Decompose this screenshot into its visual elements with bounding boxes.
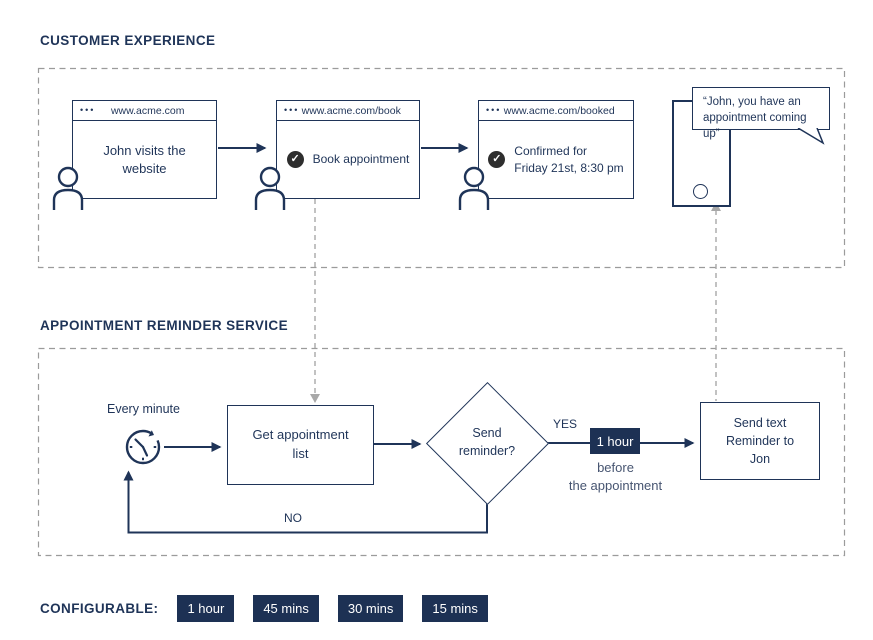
bubble-line2: appointment coming up”: [703, 112, 807, 141]
person-icon: [254, 166, 286, 210]
decision-line1: Send: [472, 426, 502, 440]
browser-dots-icon: •••: [486, 105, 502, 115]
person-icon: [458, 166, 490, 210]
configurable-row: CONFIGURABLE: 1 hour 45 mins 30 mins 15 …: [40, 595, 488, 622]
configurable-label: CONFIGURABLE:: [40, 601, 159, 616]
check-icon: ✓: [286, 151, 304, 168]
section-title-reminder-service: APPOINTMENT REMINDER SERVICE: [40, 318, 288, 333]
delay-caption-line2: the appointment: [568, 478, 663, 494]
send-text-line3: Jon: [749, 452, 771, 467]
browser-url: www.acme.com/booked: [503, 104, 615, 117]
decision-line2: reminder?: [458, 443, 516, 458]
configurable-chip-30mins: 30 mins: [337, 595, 404, 622]
browser-titlebar: ••• www.acme.com: [73, 101, 216, 121]
arrow-decision-no-loop: [123, 470, 488, 534]
browser-content: John visits the website: [73, 121, 216, 198]
bubble-line1: “John, you have an: [703, 96, 801, 108]
configurable-chip-1hour: 1 hour: [177, 595, 235, 622]
dashed-arrowhead-down: [310, 394, 320, 403]
speech-bubble-tail: [797, 128, 825, 145]
visit-text-line2: website: [122, 160, 167, 176]
browser-dots-icon: •••: [80, 105, 96, 115]
browser-titlebar: ••• www.acme.com/booked: [479, 101, 633, 121]
browser-window-visit: ••• www.acme.com John visits the website: [72, 100, 217, 199]
delay-caption-line1: before: [597, 460, 634, 475]
person-icon: [52, 166, 84, 210]
browser-url: www.acme.com: [110, 104, 185, 117]
browser-titlebar: ••• www.acme.com/book: [277, 101, 419, 121]
browser-content: ✓ Confirmed for Friday 21st, 8:30 pm: [479, 121, 633, 198]
delay-caption: before the appointment: [553, 459, 678, 495]
send-text-line1: Send text: [733, 415, 787, 430]
browser-content: ✓ Book appointment: [277, 121, 419, 198]
get-list-line2: list: [292, 446, 309, 461]
decision-label: Send reminder?: [437, 425, 537, 460]
confirmed-line1: Confirmed for: [514, 144, 587, 159]
get-list-line1: Get appointment: [252, 427, 349, 443]
browser-window-booked: ••• www.acme.com/booked ✓ Confirmed for …: [478, 100, 634, 199]
delay-chip: 1 hour: [590, 428, 640, 454]
customer-experience-panel: [37, 67, 846, 269]
browser-url: www.acme.com/book: [301, 104, 401, 117]
send-text-line2: Reminder to: [725, 433, 795, 448]
check-icon: ✓: [488, 151, 506, 168]
visit-text-line1: John visits the: [103, 142, 186, 158]
clock-repeat-icon: [125, 429, 161, 465]
configurable-chip-15mins: 15 mins: [422, 595, 488, 622]
get-appointment-list-box: Get appointment list: [227, 405, 374, 485]
book-appointment-label: Book appointment: [312, 152, 410, 167]
yes-label: YES: [553, 417, 578, 431]
reminder-service-panel: [37, 347, 846, 557]
confirmed-line2: Friday 21st, 8:30 pm: [514, 160, 624, 175]
browser-dots-icon: •••: [284, 105, 300, 115]
every-minute-label: Every minute: [107, 402, 180, 416]
configurable-chip-45mins: 45 mins: [253, 595, 319, 622]
send-text-reminder-box: Send text Reminder to Jon: [700, 402, 820, 480]
browser-window-book: ••• www.acme.com/book ✓ Book appointment: [276, 100, 420, 199]
speech-bubble: “John, you have an appointment coming up…: [692, 87, 830, 140]
section-title-customer-experience: CUSTOMER EXPERIENCE: [40, 33, 216, 48]
phone-home-button-icon: [693, 184, 708, 199]
no-label: NO: [284, 511, 302, 525]
